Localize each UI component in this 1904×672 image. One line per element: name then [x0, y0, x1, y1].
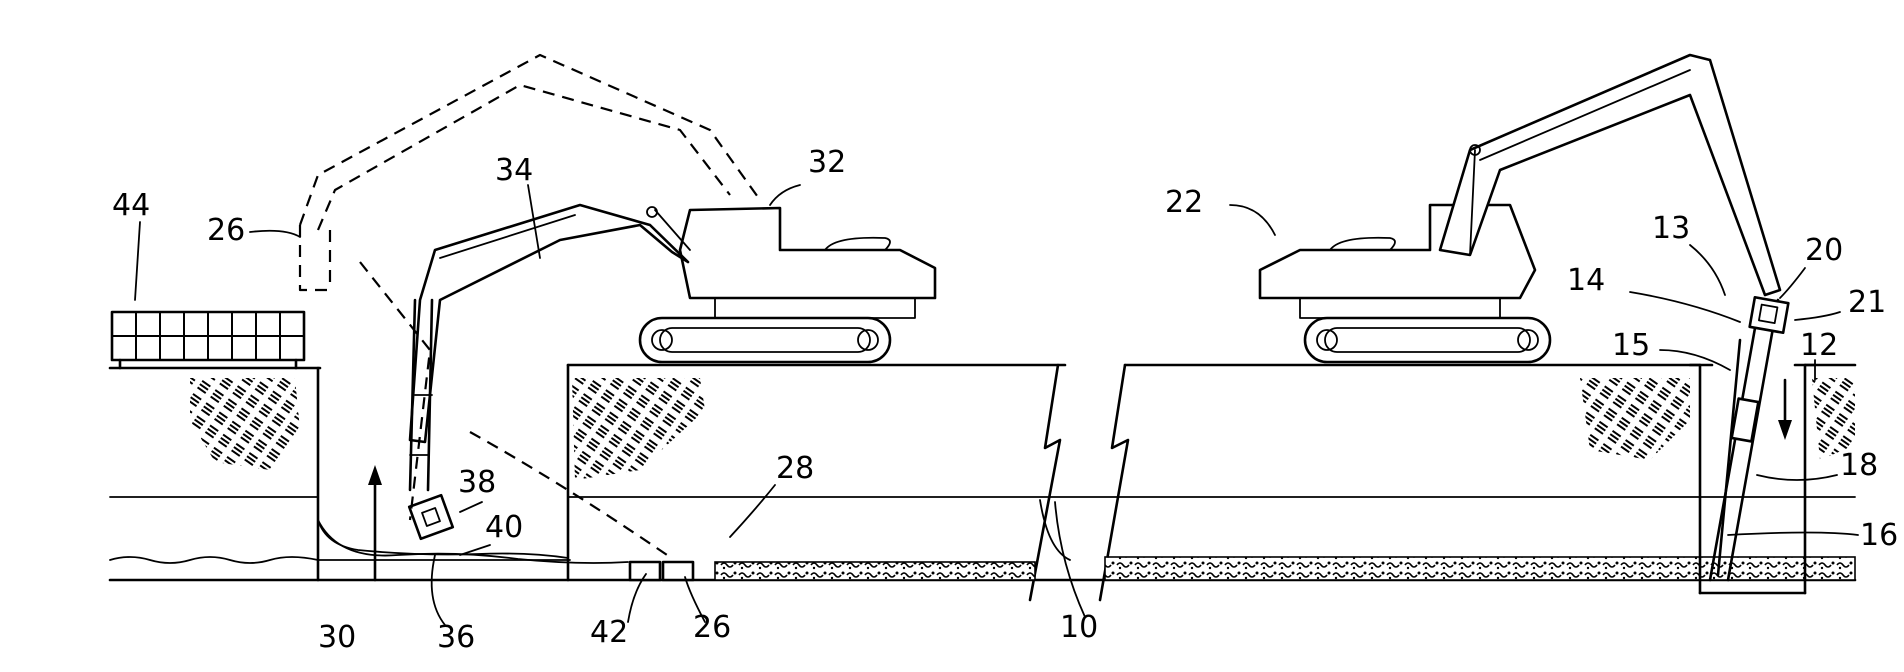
hatch-middle-bank — [572, 378, 705, 480]
label-36: 36 — [437, 620, 475, 655]
hatch-left-bank — [190, 378, 300, 470]
track-22 — [1305, 318, 1550, 362]
label-16: 16 — [1860, 518, 1898, 553]
label-38: 38 — [458, 465, 496, 500]
label-44: 44 — [112, 188, 150, 223]
label-32: 32 — [808, 145, 846, 180]
container-44 — [112, 312, 304, 368]
label-21: 21 — [1848, 285, 1886, 320]
label-14: 14 — [1567, 263, 1605, 298]
cable-40 — [318, 520, 628, 563]
cab-body-22 — [1260, 205, 1535, 298]
label-34: 34 — [495, 153, 533, 188]
excavator-22 — [1260, 55, 1788, 580]
label-26-top: 26 — [207, 213, 245, 248]
label-30: 30 — [318, 620, 356, 655]
gravel-layer-28 — [715, 562, 1035, 580]
label-22: 22 — [1165, 185, 1203, 220]
excavator-32 — [300, 55, 935, 563]
block-42 — [630, 562, 660, 580]
dashed-arm — [300, 225, 330, 290]
block-26 — [663, 562, 693, 580]
cab-body-32 — [680, 208, 935, 298]
label-13: 13 — [1652, 211, 1690, 246]
label-15: 15 — [1612, 328, 1650, 363]
gravel-layer-right — [1105, 557, 1855, 580]
label-40: 40 — [485, 510, 523, 545]
label-18: 18 — [1840, 448, 1878, 483]
arrow-12 — [1778, 380, 1792, 440]
label-28: 28 — [776, 451, 814, 486]
head-38 — [409, 495, 453, 539]
arrow-30 — [368, 465, 382, 580]
track-32 — [640, 318, 890, 362]
label-20: 20 — [1805, 233, 1843, 268]
label-10: 10 — [1060, 610, 1098, 645]
left-wave-line — [110, 557, 318, 563]
head-20 — [1750, 297, 1789, 332]
label-42: 42 — [590, 615, 628, 650]
label-12: 12 — [1800, 328, 1838, 363]
hatch-right-bank — [1580, 378, 1690, 460]
label-26-bottom: 26 — [693, 610, 731, 645]
